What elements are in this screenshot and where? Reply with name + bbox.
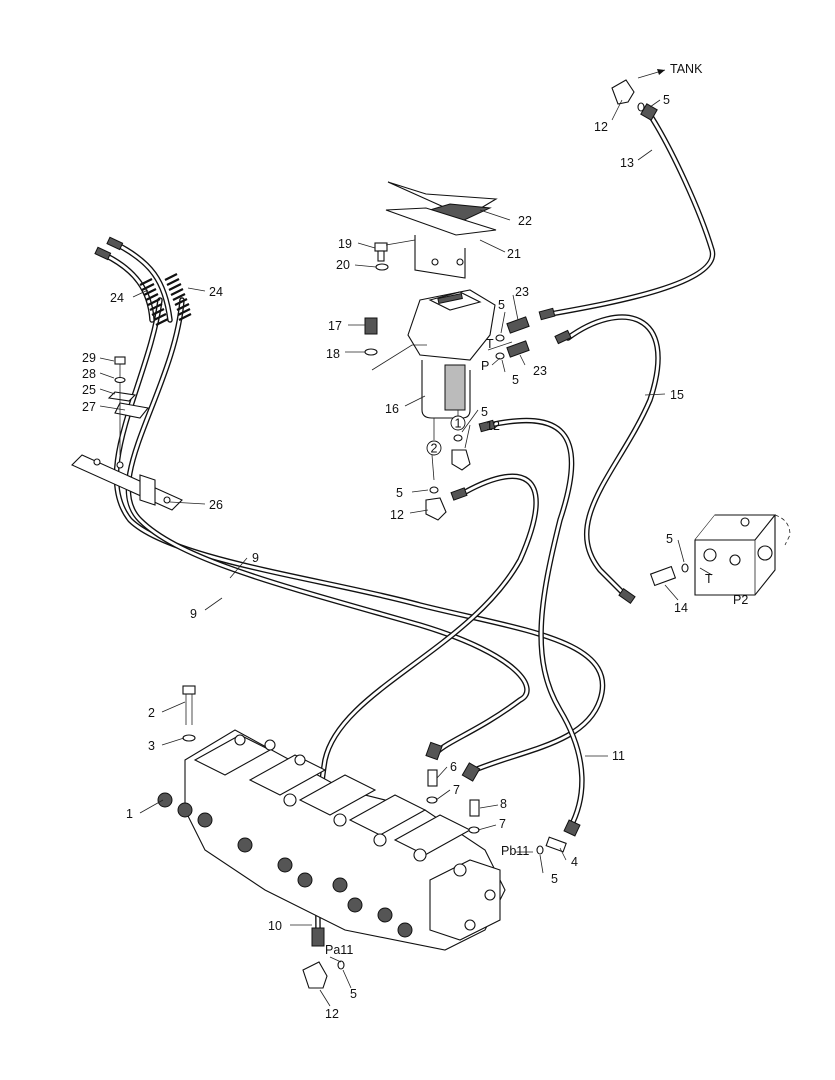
fitting-14 (649, 565, 677, 587)
label-pb11: Pb11 (501, 844, 529, 858)
washer-3 (182, 734, 196, 742)
hose-15 (565, 314, 661, 601)
label-7-lower: 7 (499, 817, 506, 831)
label-24-right: 24 (209, 285, 223, 299)
label-13: 13 (620, 156, 634, 170)
pedal-cover-22 (387, 181, 498, 223)
fitting-8 (469, 799, 480, 817)
label-tank: TANK (670, 62, 703, 76)
label-14: 14 (674, 601, 688, 615)
block-p2 (694, 514, 791, 596)
label-5: 5 (663, 93, 670, 107)
label-6: 6 (450, 760, 457, 774)
plate-25 (107, 391, 137, 402)
label-10: 10 (268, 919, 282, 933)
control-valve-1 (157, 729, 506, 951)
label-12: 12 (594, 120, 608, 134)
label-27: 27 (82, 400, 96, 414)
circle-callout-2: 2 (426, 440, 442, 456)
circle-callout-2-text: 2 (431, 442, 438, 456)
label-4: 4 (571, 855, 578, 869)
circle-callout-1: 1 (450, 415, 466, 431)
hose-end-fittings (94, 103, 658, 947)
label-12-c1: 12 (486, 419, 500, 433)
spring-guard-24 (139, 273, 192, 326)
label-pa11: Pa11 (325, 943, 353, 957)
label-1: 1 (126, 807, 133, 821)
label-23-lower: 23 (533, 364, 547, 378)
label-29: 29 (82, 351, 96, 365)
label-22: 22 (518, 214, 532, 228)
label-18: 18 (326, 347, 340, 361)
label-p2: P2 (733, 593, 748, 607)
elbow-12-mid (451, 449, 471, 471)
label-9-lower: 9 (190, 607, 197, 621)
label-24-left: 24 (110, 291, 124, 305)
label-28: 28 (82, 367, 96, 381)
clamp-27 (114, 402, 150, 419)
label-port-t: T (486, 337, 494, 351)
label-3: 3 (148, 739, 155, 753)
label-port-p: P (481, 359, 489, 373)
label-17: 17 (328, 319, 342, 333)
label-7-upper: 7 (453, 783, 460, 797)
bolt-17 (364, 317, 378, 335)
fitting-6 (427, 769, 438, 787)
washer-20 (375, 263, 389, 271)
label-15: 15 (670, 388, 684, 402)
pedal-bracket-21 (385, 207, 497, 279)
hose-13 (542, 115, 716, 318)
label-11: 11 (612, 749, 625, 763)
label-23-upper: 23 (515, 285, 529, 299)
washer-28 (114, 376, 126, 384)
bolt-19 (374, 242, 388, 262)
label-21: 21 (507, 247, 521, 261)
label-5-c1: 5 (481, 405, 488, 419)
label-20: 20 (336, 258, 350, 272)
washer-18 (364, 348, 378, 356)
bracket-26 (71, 454, 183, 511)
circle-callout-1-text: 1 (455, 417, 462, 431)
label-9-upper: 9 (252, 551, 259, 565)
label-2: 2 (148, 706, 155, 720)
leader-lines (99, 69, 713, 1007)
label-25: 25 (82, 383, 96, 397)
elbow-12-bottom (302, 961, 328, 989)
label-port-t-p2: T (705, 572, 713, 586)
connector-23-upper (506, 316, 530, 334)
bolt-2 (182, 685, 196, 725)
label-5-pb11: 5 (551, 872, 558, 886)
label-5-t: 5 (498, 298, 505, 312)
label-26: 26 (209, 498, 223, 512)
label-5-p2: 5 (666, 532, 673, 546)
elbow-12-top (611, 79, 635, 105)
pedal-valve-16 (407, 289, 496, 440)
label-8: 8 (500, 797, 507, 811)
hose-11 (487, 417, 585, 831)
o-rings-5 (337, 102, 689, 970)
label-5-pa11: 5 (350, 987, 357, 1001)
label-5-c2: 5 (396, 486, 403, 500)
fitting-4 (545, 836, 567, 853)
label-12-bottom: 12 (325, 1007, 339, 1021)
label-12-c2: 12 (390, 508, 404, 522)
elbow-12-lower (425, 497, 447, 521)
connector-23-lower (506, 340, 530, 358)
hose-24-pair (102, 242, 173, 323)
label-5-p: 5 (512, 373, 519, 387)
label-16: 16 (385, 402, 399, 416)
label-19: 19 (338, 237, 352, 251)
